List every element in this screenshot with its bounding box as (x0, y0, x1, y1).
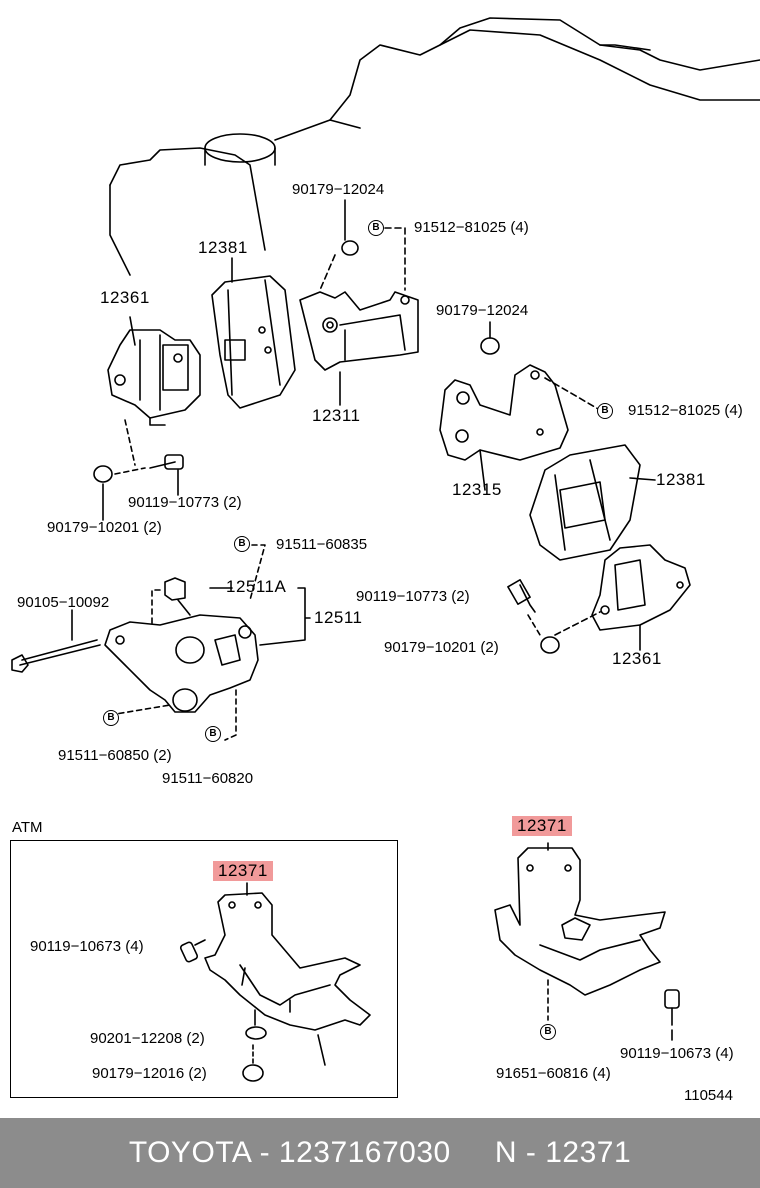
label-91511-60820: 91511−60820 (162, 770, 254, 787)
mount-pad-right (529, 444, 656, 561)
label-90179-12016: 90179−12016 (2) (92, 1065, 207, 1082)
label-12511a: 12511A (226, 577, 287, 596)
label-90119-10673-atm: 90119−10673 (4) (30, 938, 144, 955)
bolt-marker-b: B (597, 403, 613, 419)
label-90179-10201-right: 90179−10201 (2) (384, 639, 499, 656)
engine-outline (109, 17, 760, 276)
mount-bracket-12311 (299, 199, 419, 406)
mount-bracket-12315 (439, 321, 601, 491)
footer-reference: N - 12371 (494, 1136, 632, 1169)
label-90179-10201-left: 90179−10201 (2) (47, 519, 162, 536)
label-12311: 12311 (312, 406, 361, 425)
atm-section-title: ATM (12, 819, 43, 836)
label-12361-left: 12361 (100, 288, 150, 307)
label-12361-right: 12361 (612, 649, 662, 668)
label-12511: 12511 (314, 608, 363, 627)
part-footer-bar: TOYOTA - 1237167030 N - 12371 (0, 1118, 760, 1188)
parts-diagram (11, 17, 760, 1082)
label-90119-10773-left: 90119−10773 (2) (128, 494, 242, 511)
label-12371-right[interactable]: 12371 (512, 816, 572, 836)
label-91512-81025-mid: 91512−81025 (4) (628, 402, 743, 419)
engine-mount-left (107, 316, 201, 426)
label-90201-12208: 90201−12208 (2) (90, 1030, 205, 1047)
label-90179-12024-top: 90179−12024 (292, 181, 385, 198)
diagram-number: 110544 (684, 1087, 733, 1104)
mount-pad-left (211, 257, 296, 409)
bolt-marker-b: B (540, 1024, 556, 1040)
label-12371-atm[interactable]: 12371 (213, 861, 273, 881)
label-90105-10092: 90105−10092 (17, 594, 110, 611)
label-90119-10773-right: 90119−10773 (2) (356, 588, 470, 605)
bolt-marker-b: B (205, 726, 221, 742)
mount-bracket-12511 (11, 544, 311, 741)
atm-section-box (10, 840, 398, 1098)
label-91651-60816: 91651−60816 (4) (496, 1065, 611, 1082)
label-12381-right: 12381 (656, 470, 706, 489)
label-90119-10673-right: 90119−10673 (4) (620, 1045, 734, 1062)
bolt-marker-b: B (103, 710, 119, 726)
label-91511-60850: 91511−60850 (2) (58, 747, 172, 764)
label-90179-12024-mid: 90179−12024 (436, 302, 529, 319)
atm-mount-12371 (179, 882, 371, 1082)
label-12381-left: 12381 (198, 238, 248, 257)
footer-brand-part-number: TOYOTA - 1237167030 (128, 1136, 451, 1169)
engine-mount-right (507, 544, 691, 654)
label-91511-60835: 91511−60835 (276, 536, 368, 553)
label-91512-81025-top: 91512−81025 (4) (414, 219, 529, 236)
bolt-marker-b: B (368, 220, 384, 236)
left-fasteners (93, 419, 184, 521)
label-12315: 12315 (452, 480, 502, 499)
footer-spacer (451, 1136, 495, 1170)
mount-12371-right (494, 842, 680, 1041)
bolt-marker-b: B (234, 536, 250, 552)
